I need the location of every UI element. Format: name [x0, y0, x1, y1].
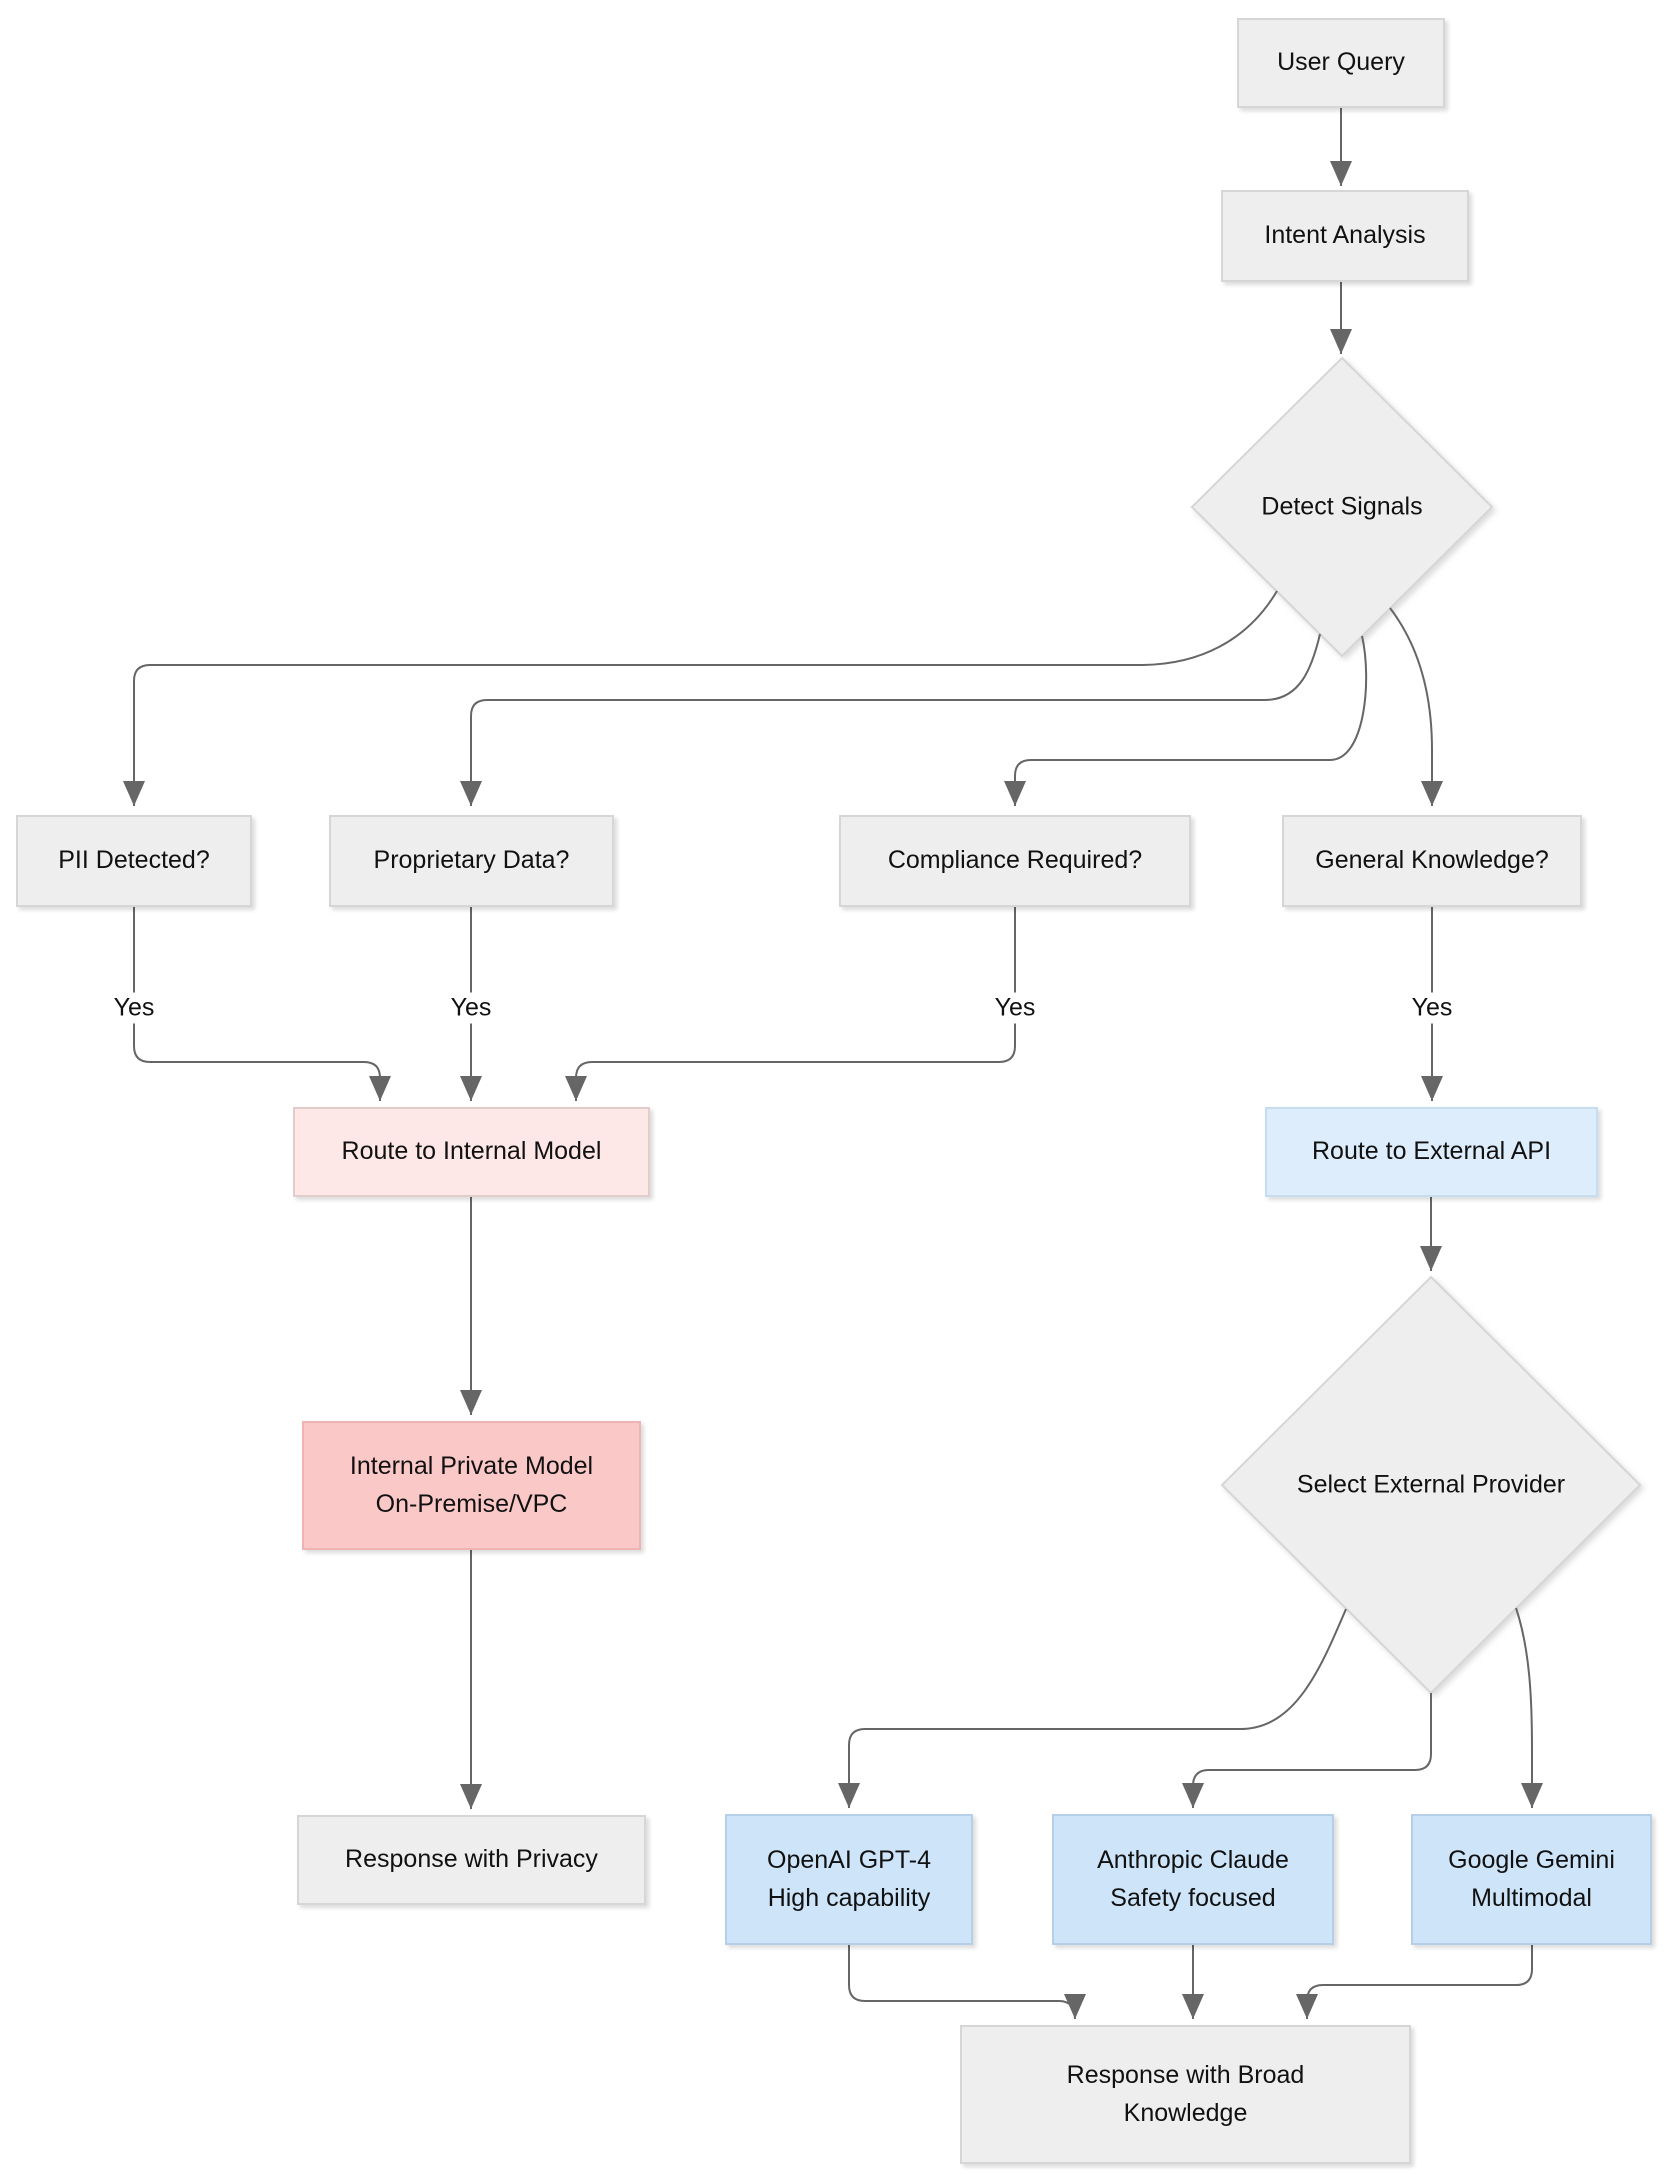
- edge-label-proprietary-yes: Yes: [442, 992, 500, 1024]
- node-google-gemini: Google Gemini Multimodal: [1411, 1814, 1652, 1945]
- edge-selectprovider-openai: [838, 1608, 1347, 1808]
- node-internal-private-model: Internal Private Model On-Premise/VPC: [302, 1421, 641, 1550]
- node-label-line2: Knowledge: [1123, 2098, 1248, 2127]
- node-label: Route to Internal Model: [341, 1137, 602, 1166]
- detect-signals-diamond-shape: [1190, 356, 1494, 658]
- node-label: Proprietary Data?: [373, 846, 570, 875]
- edge-compliance-routeinternal: [565, 906, 1016, 1101]
- edge-label-pii-yes: Yes: [105, 992, 163, 1024]
- node-compliance-required: Compliance Required?: [839, 815, 1191, 907]
- node-route-internal-model: Route to Internal Model: [293, 1107, 650, 1197]
- node-openai-gpt4: OpenAI GPT-4 High capability: [725, 1814, 973, 1945]
- node-response-privacy: Response with Privacy: [297, 1815, 646, 1905]
- node-route-external-api: Route to External API: [1265, 1107, 1598, 1197]
- node-label: User Query: [1277, 48, 1405, 77]
- edge-openai-responsebroad: [848, 1945, 1086, 2020]
- node-user-query: User Query: [1237, 18, 1445, 108]
- node-label: Route to External API: [1311, 1137, 1552, 1166]
- edge-selectprovider-google: [1515, 1607, 1543, 1808]
- edge-pii-routeinternal: [133, 906, 391, 1101]
- edge-detect-general: [1389, 607, 1443, 806]
- node-select-provider-label: Select External Provider: [1296, 1470, 1566, 1499]
- node-label: General Knowledge?: [1315, 846, 1549, 875]
- edge-selectprovider-anthropic: [1182, 1693, 1432, 1808]
- edge-detect-pii: [123, 590, 1278, 806]
- node-anthropic-claude: Anthropic Claude Safety focused: [1052, 1814, 1334, 1945]
- node-label-line1: OpenAI GPT-4: [767, 1846, 931, 1874]
- node-label-line1: Response with Broad: [1066, 2061, 1305, 2089]
- edge-detect-proprietary: [460, 633, 1321, 806]
- edge-label-compliance-yes: Yes: [986, 992, 1044, 1024]
- node-label-line2: Multimodal: [1471, 1883, 1592, 1912]
- node-label: Intent Analysis: [1264, 221, 1426, 250]
- edge-google-responsebroad: [1296, 1945, 1533, 2019]
- node-proprietary-data: Proprietary Data?: [329, 815, 614, 907]
- edge-detect-compliance: [1004, 635, 1368, 806]
- node-pii-detected: PII Detected?: [16, 815, 252, 907]
- node-label: Response with Privacy: [345, 1845, 598, 1874]
- node-general-knowledge: General Knowledge?: [1282, 815, 1582, 907]
- node-label: Compliance Required?: [887, 846, 1143, 875]
- node-label-line1: Internal Private Model: [349, 1452, 594, 1480]
- node-label-line2: Safety focused: [1110, 1883, 1276, 1912]
- node-intent-analysis: Intent Analysis: [1221, 190, 1469, 282]
- node-detect-signals-label: Detect Signals: [1261, 492, 1423, 521]
- node-label: PII Detected?: [58, 846, 210, 875]
- edge-label-general-yes: Yes: [1403, 992, 1461, 1024]
- node-response-broad-knowledge: Response with Broad Knowledge: [960, 2025, 1411, 2164]
- node-label-line1: Anthropic Claude: [1097, 1846, 1289, 1874]
- node-label-line1: Google Gemini: [1448, 1846, 1615, 1874]
- node-label-line2: High capability: [767, 1883, 931, 1912]
- node-label-line2: On-Premise/VPC: [375, 1489, 568, 1518]
